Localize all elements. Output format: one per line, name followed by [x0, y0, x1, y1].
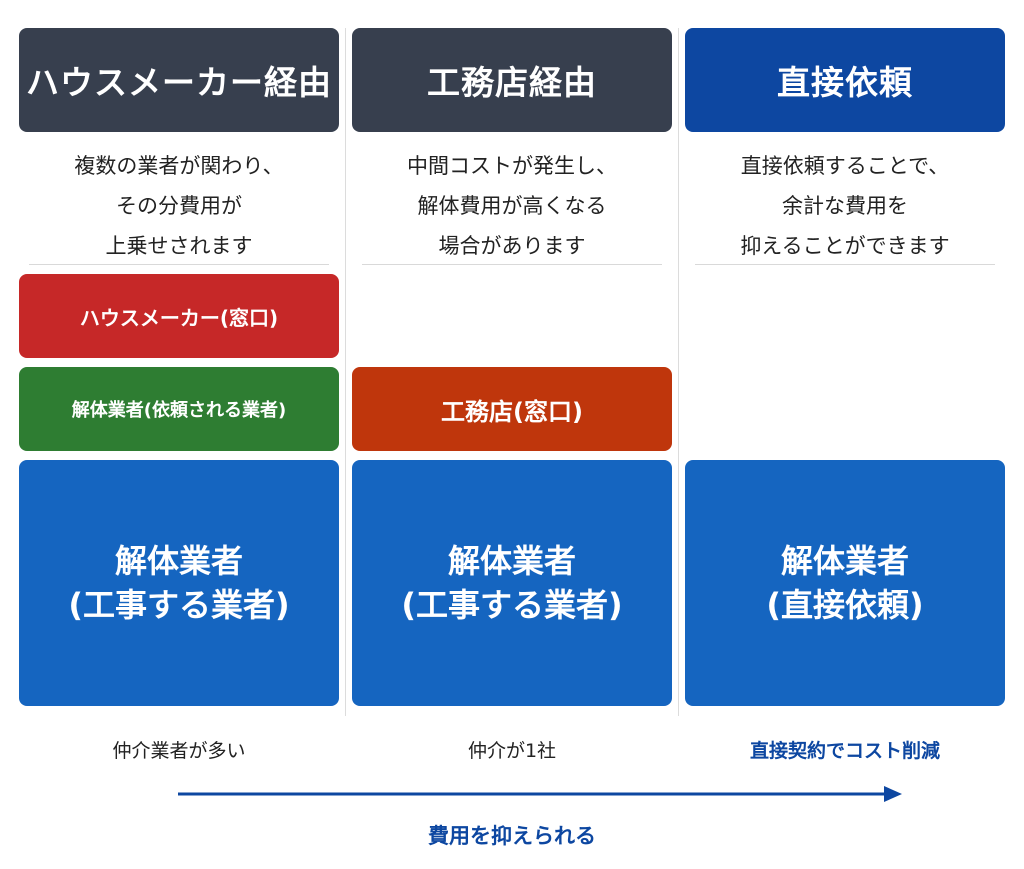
footer-direct: 直接契約でコスト削減 [749, 740, 940, 762]
header-direct: 直接依頼 [685, 28, 1005, 132]
description-line: 場合があります [438, 234, 586, 258]
house-maker-box: ハウスメーカー(窓口) [19, 274, 339, 358]
contractor-sublabel: (工事する業者) [401, 586, 623, 624]
description-builder: 中間コストが発生し、 解体費用が高くなる 場合があります [362, 146, 662, 265]
description-line: 余計な費用を [782, 194, 908, 218]
contractor-sublabel: (工事する業者) [68, 586, 290, 624]
footer-house-maker: 仲介業者が多い [112, 740, 246, 762]
footer-builder: 仲介が1社 [467, 740, 557, 762]
description-house-maker: 複数の業者が関わり、 その分費用が 上乗せされます [29, 146, 329, 265]
contractor-label: 解体業者 [780, 542, 909, 580]
description-line: 上乗せされます [105, 234, 253, 258]
subcontractor-box: 解体業者(依頼される業者) [19, 367, 339, 451]
cost-reduction-arrow-icon [178, 786, 902, 802]
header-builder: 工務店経由 [352, 28, 672, 132]
description-line: 解体費用が高くなる [417, 194, 607, 218]
description-line: 複数の業者が関わり、 [74, 154, 284, 178]
description-line: 中間コストが発生し、 [407, 154, 617, 178]
column-divider [345, 28, 346, 716]
contractor-box-direct: 解体業者 (直接依頼) [685, 460, 1005, 706]
description-line: 直接依頼することで、 [740, 154, 950, 178]
description-line: その分費用が [116, 194, 242, 218]
header-house-maker: ハウスメーカー経由 [19, 28, 339, 132]
contractor-label: 解体業者 [114, 542, 243, 580]
description-line: 抑えることができます [740, 234, 950, 258]
contractor-box-house-maker: 解体業者 (工事する業者) [19, 460, 339, 706]
builder-box: 工務店(窓口) [352, 367, 672, 451]
contractor-box-builder: 解体業者 (工事する業者) [352, 460, 672, 706]
contractor-sublabel: (直接依頼) [766, 586, 924, 624]
arrow-label: 費用を抑えられる [428, 824, 596, 848]
description-direct: 直接依頼することで、 余計な費用を 抑えることができます [695, 146, 995, 265]
contractor-label: 解体業者 [447, 542, 576, 580]
column-divider [678, 28, 679, 716]
